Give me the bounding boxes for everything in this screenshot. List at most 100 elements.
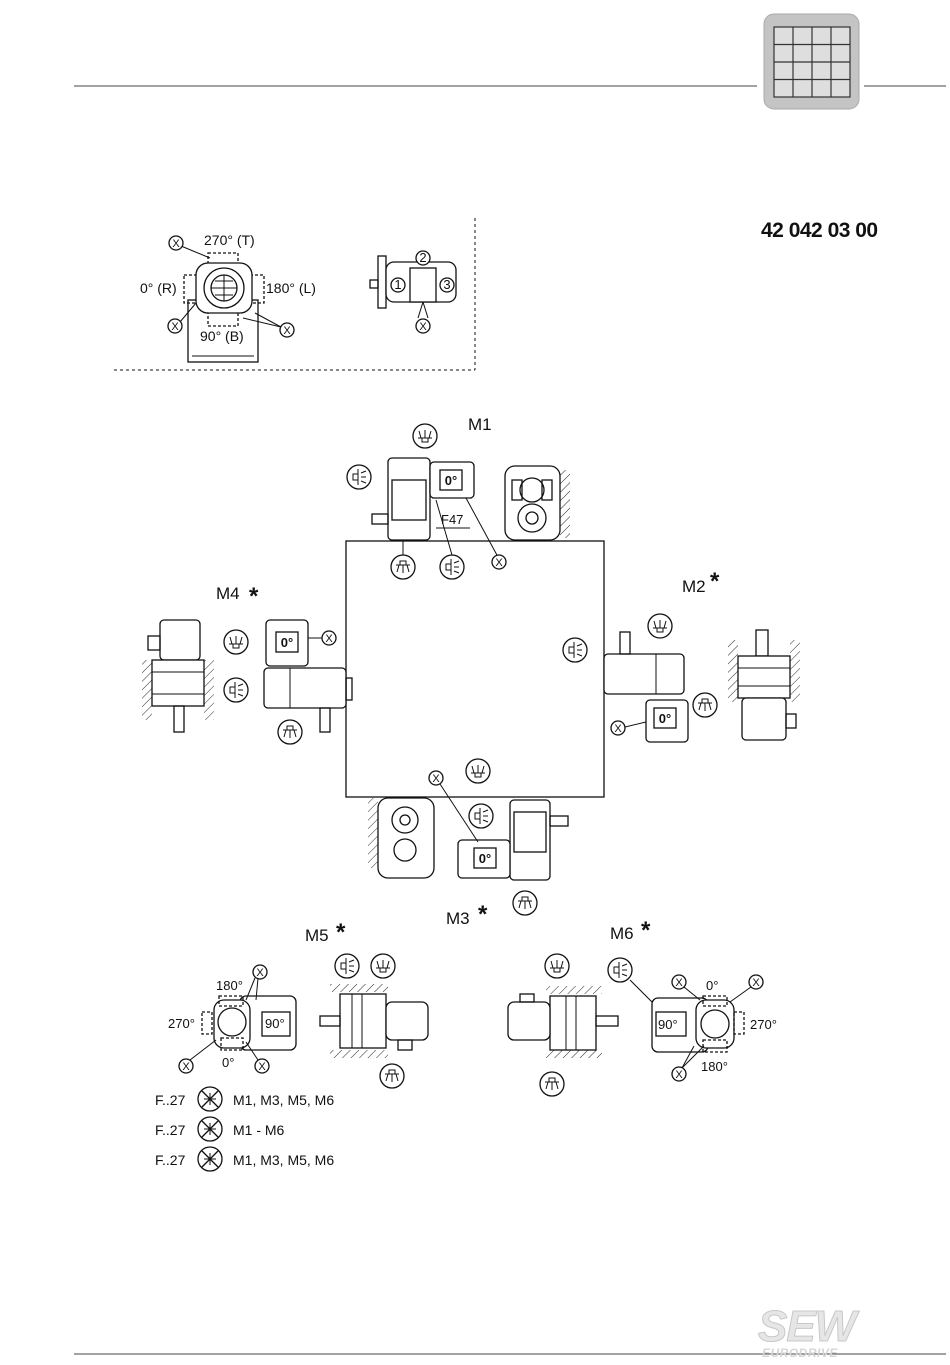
m6-side-view [508,986,618,1058]
m5-pos-left: 270° [168,1016,195,1031]
svg-text:X: X [171,321,179,333]
svg-text:X: X [614,723,622,735]
m4-gearmotor: 0° [264,620,352,732]
m5-pos-bottom: 0° [222,1055,234,1070]
svg-text:0°: 0° [659,711,671,726]
m4-vent-top [224,630,248,654]
m6-vent-bottom [540,1072,564,1096]
m2-vent-top [648,614,672,638]
cable-entry-1: 1 [394,277,401,292]
m6-x-marker-top-right: X [730,975,763,1002]
svg-text:X: X [432,773,440,785]
svg-text:X: X [325,633,333,645]
legend-row-1: F..27 M1, M3, M5, M6 [155,1087,334,1111]
svg-text:X: X [172,238,180,250]
m1-vent-top [413,424,437,448]
m1-x-marker: X [492,555,506,569]
m6-group: M6 * 0° 90° 270° 180° [508,917,777,1096]
m6-vent-top [545,954,569,978]
m5-vent-bottom [380,1064,404,1088]
legend-model-1: F..27 [155,1092,186,1108]
model-label: F47 [441,512,463,527]
svg-text:X: X [752,977,760,989]
cable-entry-marker: X [419,321,427,333]
legend-crossed-vent-icon-3 [198,1147,222,1171]
m4-vent-bottom [278,720,302,744]
m2-star: * [710,568,720,595]
m3-star: * [478,901,488,928]
legend-crossed-vent-icon-2 [198,1117,222,1141]
m6-x-marker-top-left: X [672,975,700,1000]
m6-vent-left [608,958,632,982]
footer: SEW EURODRIVE [74,1302,946,1360]
m5-x-marker-left: X [179,1040,216,1073]
pos-180-label: 180° (L) [266,280,316,296]
legend-positions-3: M1, M3, M5, M6 [233,1152,334,1168]
m6-star: * [641,917,651,944]
m4-star: * [249,583,259,610]
m3-label: M3 [446,909,470,928]
m5-x-marker-top: X [246,965,267,1000]
m6-pos-bottom: 180° [701,1059,728,1074]
m5-vent-left [335,954,359,978]
svg-text:0°: 0° [281,635,293,650]
m1-end-view [505,466,570,540]
m3-end-view [368,798,434,878]
svg-text:X: X [283,325,291,337]
m1-vent-bottom [391,555,415,579]
svg-text:X: X [675,1069,683,1081]
grid-icon [764,14,859,109]
svg-text:0°: 0° [445,473,457,488]
svg-text:0°: 0° [479,851,491,866]
m2-x-marker: X [611,721,646,735]
m3-vent-mid [469,804,493,828]
m6-label: M6 [610,924,634,943]
sew-logo: SEW [758,1302,860,1351]
legend-positions-1: M1, M3, M5, M6 [233,1092,334,1108]
m1-gearmotor: 0° F47 [372,458,474,540]
m5-star: * [336,919,346,946]
cable-entry-2: 2 [419,250,426,265]
pos-0-label: 0° (R) [140,280,177,296]
m4-vent-mid [224,678,248,702]
document-number: 42 042 03 00 [761,219,878,242]
m5-group: M5 * 180° 270° 90° 0° X X X [168,919,428,1088]
pos-270-label: 270° (T) [204,232,255,248]
m4-side-view [142,620,214,732]
mounting-surface [346,541,604,797]
m6-pos-left: 90° [658,1017,678,1032]
motor-side-view [370,251,456,333]
svg-text:X: X [258,1061,266,1073]
m5-label: M5 [305,926,329,945]
legend-crossed-vent-icon-1 [198,1087,222,1111]
m5-pos-right: 90° [265,1016,285,1031]
m2-label: M2 [682,577,706,596]
m1-vent-left [347,465,371,489]
m4-x-marker: X [308,631,336,645]
m2-vent-bottom [693,693,717,717]
legend-model-3: F..27 [155,1152,186,1168]
legend-row-2: F..27 M1 - M6 [155,1117,285,1141]
header [74,14,946,109]
m3-vent-top [466,759,490,783]
legend-row-3: F..27 M1, M3, M5, M6 [155,1147,334,1171]
cable-entry-3: 3 [443,277,450,292]
terminal-box-key: 270° (T) 0° (R) 180° (L) 90° (B) X X X [114,218,475,370]
legend-model-2: F..27 [155,1122,186,1138]
m4-label: M4 [216,584,240,603]
svg-text:X: X [675,977,683,989]
mounting-diagram: M1 0° F47 X [142,415,800,928]
motor-front-view [184,253,264,362]
m2-vent-left [563,638,587,662]
m6-pos-right: 270° [750,1017,777,1032]
m5-side-view [320,984,428,1058]
m6-pos-top: 0° [706,978,718,993]
eurodrive-logo: EURODRIVE [762,1346,838,1360]
legend-positions-2: M1 - M6 [233,1122,285,1138]
pos-90-label: 90° (B) [200,328,244,344]
svg-text:X: X [495,557,503,569]
m1-vent-bottom-right [440,555,464,579]
m2-side-view [728,630,800,740]
svg-text:X: X [256,967,264,979]
